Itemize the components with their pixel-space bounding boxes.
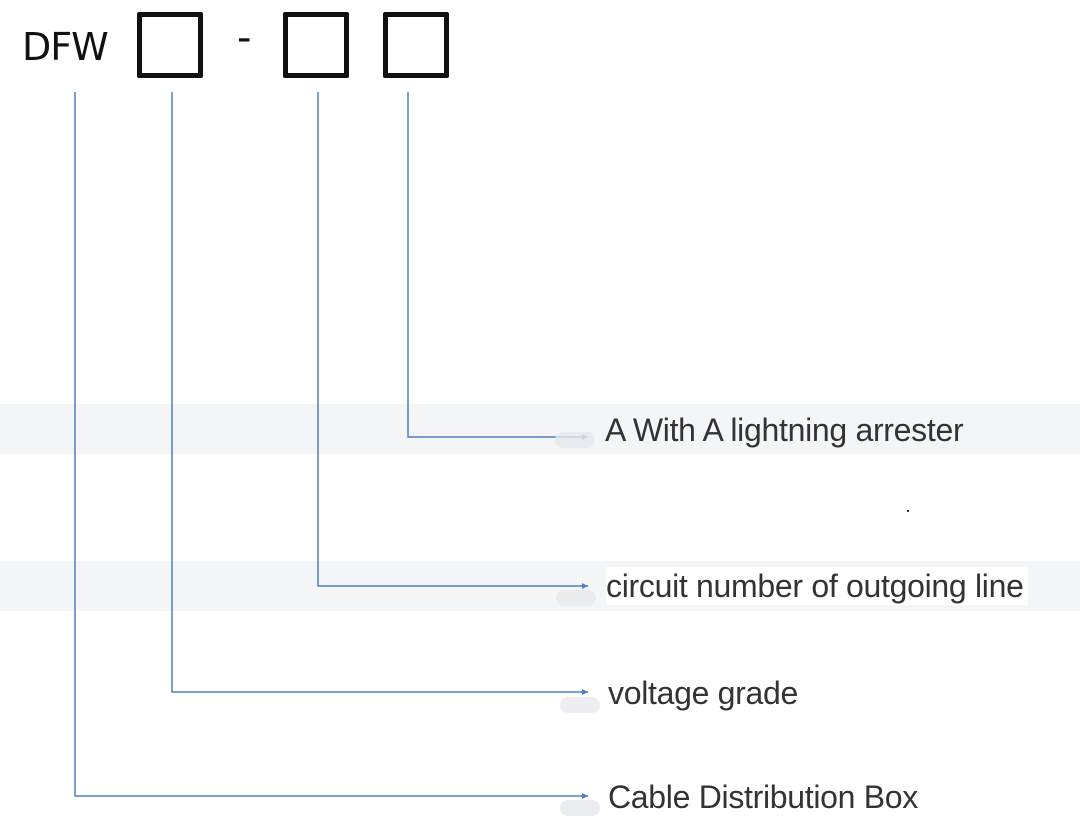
smudge-circuit (556, 590, 596, 606)
stray-dot (907, 510, 909, 512)
label-lightning-arrester: A With A lightning arrester (605, 412, 964, 448)
arrow-tip-voltage (582, 689, 588, 695)
arrow-tip-circuit (582, 583, 588, 589)
leader-line-voltage (171, 92, 588, 693)
label-voltage-grade: voltage grade (608, 675, 799, 711)
smudge-cable-box (560, 800, 600, 816)
highlight-band-arrester (0, 404, 1080, 454)
label-cable-distribution-box: Cable Distribution Box (608, 779, 918, 815)
smudge-arrester (555, 432, 595, 448)
leader-line-circuit (317, 92, 588, 587)
label-circuit-number: circuit number of outgoing line (606, 567, 1028, 605)
voltage-code-box (137, 12, 203, 78)
leader-line-arrester (407, 92, 588, 438)
model-prefix: DFW (22, 25, 109, 69)
leader-line-cable-box (74, 92, 588, 797)
arrow-tip-cable-box (582, 793, 588, 799)
circuit-code-box (283, 12, 349, 78)
arrester-code-box (383, 12, 449, 78)
code-separator: - (237, 15, 252, 61)
smudge-voltage (560, 697, 600, 713)
